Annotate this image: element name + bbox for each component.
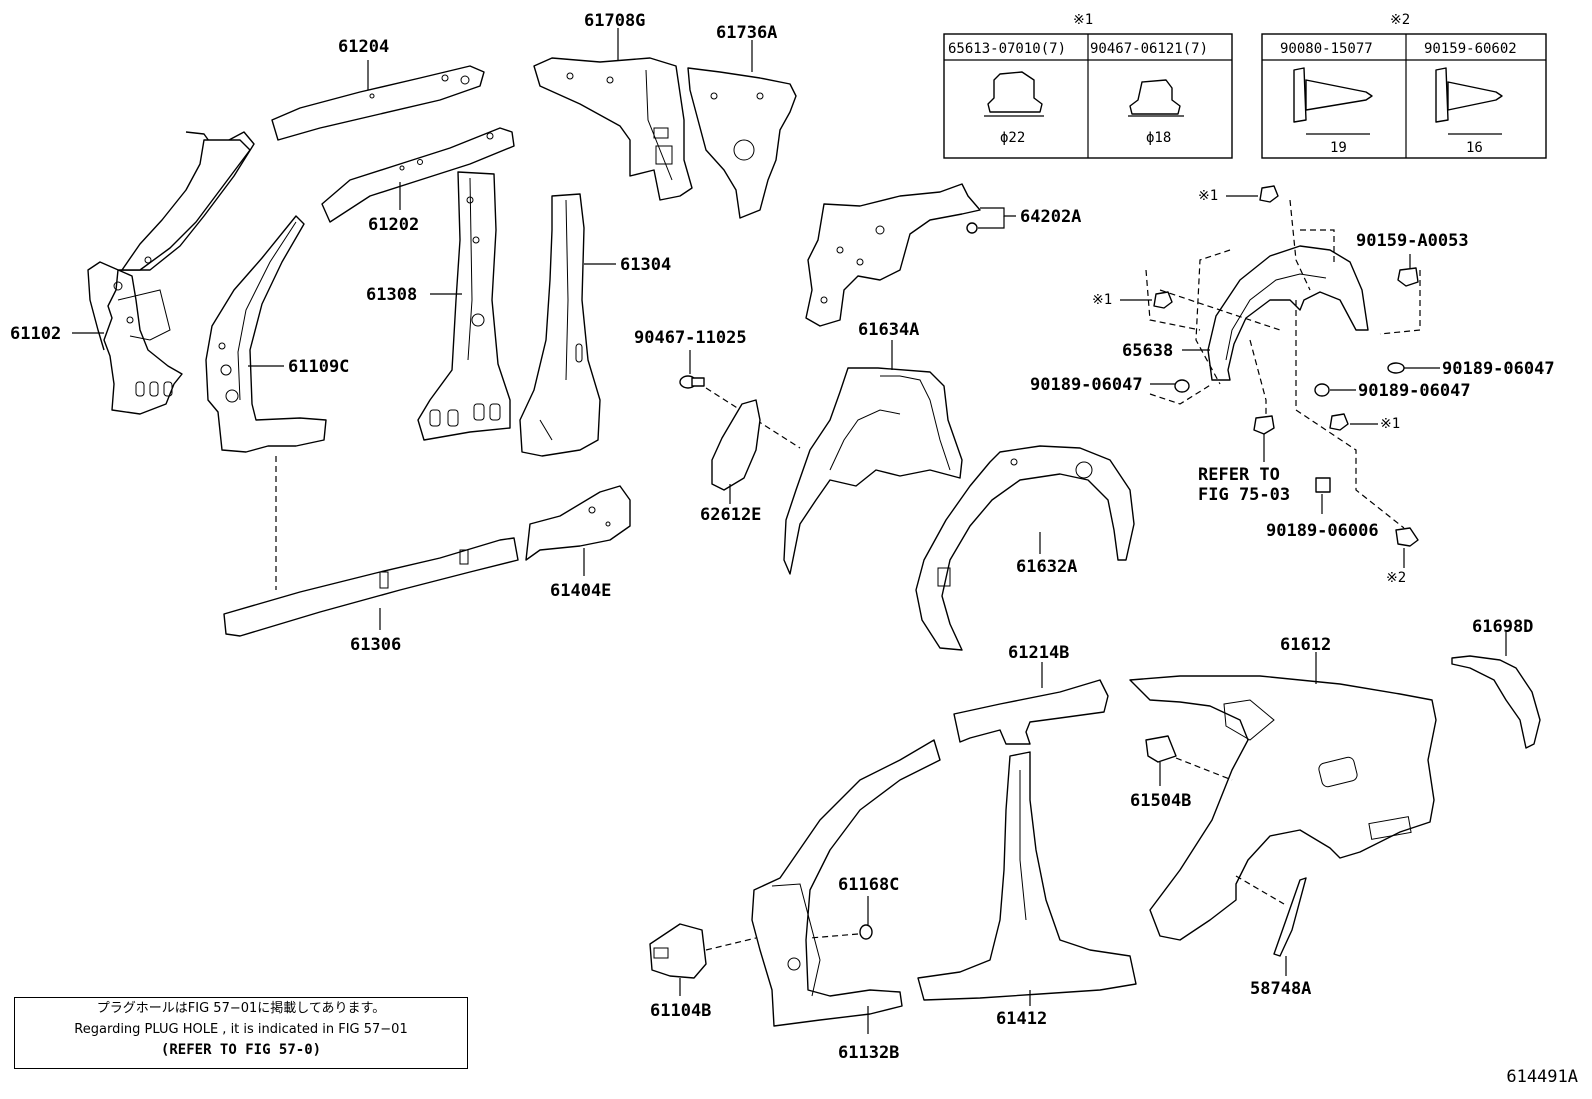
part-61102-drawing — [87, 131, 255, 415]
note-line-japanese: プラグホールはFIG 57−01に掲載してあります。 — [96, 1001, 386, 1016]
label-90189-06047-left: 90189-06047 — [1030, 375, 1143, 395]
plug-61168c-icon — [859, 924, 873, 940]
label-61214b: 61214B — [1008, 643, 1069, 663]
table1-part-1-dimension: ϕ22 — [1000, 130, 1025, 146]
plug-hole-note: プラグホールはFIG 57−01に掲載してあります。 Regarding PLU… — [14, 997, 468, 1069]
note-line-refer: (REFER TO FIG 57-0) — [160, 1042, 322, 1058]
part-61634a-drawing — [783, 367, 963, 575]
part-61708g-drawing — [533, 57, 693, 201]
part-61204-drawing — [271, 65, 485, 141]
part-61404e-drawing — [525, 485, 631, 561]
table1-mark: ※1 — [1073, 12, 1093, 28]
mark2-label: ※2 — [1386, 570, 1406, 586]
refer-fig-75-03: FIG 75-03 — [1198, 485, 1290, 505]
screw-90189-06047-c-icon — [1174, 379, 1190, 393]
part-62612e-drawing — [711, 399, 761, 491]
label-65638: 65638 — [1122, 341, 1173, 361]
clip-90467-11025-drawing — [679, 375, 705, 389]
bolt-90159-a0053-icon — [1397, 267, 1419, 287]
label-61308: 61308 — [366, 285, 417, 305]
label-61612: 61612 — [1280, 635, 1331, 655]
clip-refer-icon — [1253, 415, 1275, 435]
table1-part-1-number: 65613-07010(7) — [948, 41, 1066, 57]
label-61634a: 61634A — [858, 320, 919, 340]
label-61698d: 61698D — [1472, 617, 1533, 637]
label-62612e: 62612E — [700, 505, 761, 525]
label-64202a: 64202A — [1020, 207, 1081, 227]
part-61304-drawing — [519, 193, 601, 457]
mark1-right: ※1 — [1380, 416, 1400, 432]
nut-icon — [1315, 477, 1331, 493]
figure-id: 614491A — [1506, 1067, 1578, 1087]
label-61412: 61412 — [996, 1009, 1047, 1029]
label-61736a: 61736A — [716, 23, 777, 43]
part-61504b-drawing — [1145, 735, 1177, 763]
note-line-english: Regarding PLUG HOLE , it is indicated in… — [74, 1022, 408, 1037]
part-61698d-drawing — [1451, 655, 1541, 749]
refer-to-text: REFER TO — [1198, 465, 1280, 485]
label-61132b: 61132B — [838, 1043, 899, 1063]
fastener-table-2 — [1261, 33, 1547, 159]
clip-mark1-left-icon — [1153, 291, 1173, 309]
part-61306-drawing — [223, 537, 519, 637]
table2-part-1-number: 90080-15077 — [1280, 41, 1373, 57]
table2-part-2-dimension: 16 — [1466, 140, 1483, 156]
part-61132b-drawing — [751, 739, 941, 1027]
label-90467-11025: 90467-11025 — [634, 328, 747, 348]
label-61104b: 61104B — [650, 1001, 711, 1021]
label-61202: 61202 — [368, 215, 419, 235]
label-61306: 61306 — [350, 635, 401, 655]
part-61214b-drawing — [953, 679, 1109, 745]
mark1-left: ※1 — [1092, 292, 1112, 308]
part-61308-drawing — [417, 171, 511, 441]
label-58748a: 58748A — [1250, 979, 1311, 999]
label-90189-06047-right-top: 90189-06047 — [1442, 359, 1555, 379]
table2-mark: ※2 — [1390, 12, 1410, 28]
part-61104b-drawing — [649, 923, 707, 979]
label-90189-06006: 90189-06006 — [1266, 521, 1379, 541]
label-90189-06047-right-lower: 90189-06047 — [1358, 381, 1471, 401]
mark1-top: ※1 — [1198, 188, 1218, 204]
label-61404e: 61404E — [550, 581, 611, 601]
part-61412-drawing — [917, 751, 1137, 1001]
part-65638-drawing — [1207, 245, 1369, 381]
part-61632a-drawing — [915, 445, 1135, 651]
label-61632a: 61632A — [1016, 557, 1077, 577]
clip-mark1-top-icon — [1259, 185, 1279, 203]
part-61202-drawing — [321, 127, 515, 223]
part-61736a-drawing — [687, 67, 797, 219]
part-64202a-drawing — [805, 183, 981, 327]
clip-mark1-right-icon — [1329, 413, 1349, 431]
table1-part-2-number: 90467-06121(7) — [1090, 41, 1208, 57]
label-61204: 61204 — [338, 37, 389, 57]
fastener-table-1 — [943, 33, 1233, 159]
screw-90189-06047-b-icon — [1314, 383, 1330, 397]
table2-part-2-number: 90159-60602 — [1424, 41, 1517, 57]
label-61708g: 61708G — [584, 11, 645, 31]
part-61612-drawing — [1129, 675, 1437, 941]
screw-90189-06047-a-icon — [1387, 362, 1405, 374]
label-61304: 61304 — [620, 255, 671, 275]
table1-part-2-dimension: ϕ18 — [1146, 130, 1171, 146]
label-90159-a0053: 90159-A0053 — [1356, 231, 1469, 251]
label-61504b: 61504B — [1130, 791, 1191, 811]
part-61109c-drawing — [205, 215, 327, 453]
bolt-mark2-icon — [1395, 527, 1419, 547]
label-61102: 61102 — [10, 324, 61, 344]
label-61109c: 61109C — [288, 357, 349, 377]
table2-part-1-dimension: 19 — [1330, 140, 1347, 156]
part-58748a-drawing — [1273, 877, 1307, 957]
label-61168c: 61168C — [838, 875, 899, 895]
